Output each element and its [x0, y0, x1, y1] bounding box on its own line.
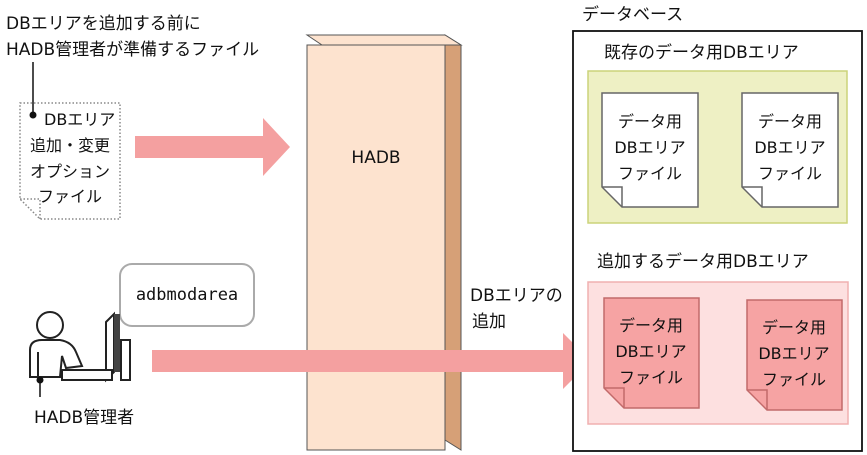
lower-arrow [152, 333, 591, 389]
admin-label: HADB管理者 [34, 408, 134, 428]
new-file-1-line3: ファイル [619, 368, 683, 387]
option-file-document: DBエリア 追加・変更 オプション ファイル [19, 62, 121, 220]
new-file-2-line1: データ用 [762, 318, 826, 337]
upper-arrow [135, 118, 290, 176]
existing-data-file-1: データ用 DBエリア ファイル [601, 92, 699, 208]
new-area-label: 追加するデータ用DBエリア [597, 251, 809, 272]
prep-caption-line2: HADB管理者が準備するファイル [6, 40, 259, 60]
new-data-file-1: データ用 DBエリア ファイル [603, 297, 700, 409]
admin-person-icon [29, 311, 84, 397]
command-bubble: adbmodarea [119, 263, 255, 327]
existing-file-2-line1: データ用 [758, 112, 822, 131]
existing-data-file-2: データ用 DBエリア ファイル [741, 92, 839, 208]
hadb-server-label: HADB [351, 148, 400, 168]
computer-icon [61, 311, 131, 383]
option-file-line2: 追加・変更 [30, 136, 110, 155]
new-data-file-2: データ用 DBエリア ファイル [746, 299, 843, 411]
new-file-2-line2: DBエリア [758, 344, 829, 363]
add-action-line1: DBエリアの [470, 286, 563, 306]
add-action-line2: 追加 [472, 312, 506, 332]
option-file-line3: オプション [30, 162, 110, 181]
new-file-2-line3: ファイル [762, 370, 826, 389]
option-file-pointer-dot [29, 111, 37, 119]
database-label: データベース [582, 4, 683, 25]
existing-file-2-line3: ファイル [758, 164, 822, 183]
existing-file-2-line2: DBエリア [754, 138, 825, 157]
option-file-line1: DBエリア [44, 110, 115, 129]
command-label: adbmodarea [136, 285, 238, 305]
hadb-server: HADB [305, 34, 463, 451]
new-file-1-line2: DBエリア [615, 342, 686, 361]
option-file-line4: ファイル [38, 187, 102, 206]
new-file-1-line1: データ用 [619, 316, 683, 335]
existing-area-label: 既存のデータ用DBエリア [604, 42, 799, 63]
existing-file-1-line2: DBエリア [614, 138, 685, 157]
prep-caption-line1: DBエリアを追加する前に [6, 14, 201, 34]
existing-file-1-line3: ファイル [618, 164, 682, 183]
existing-file-1-line1: データ用 [618, 112, 682, 131]
